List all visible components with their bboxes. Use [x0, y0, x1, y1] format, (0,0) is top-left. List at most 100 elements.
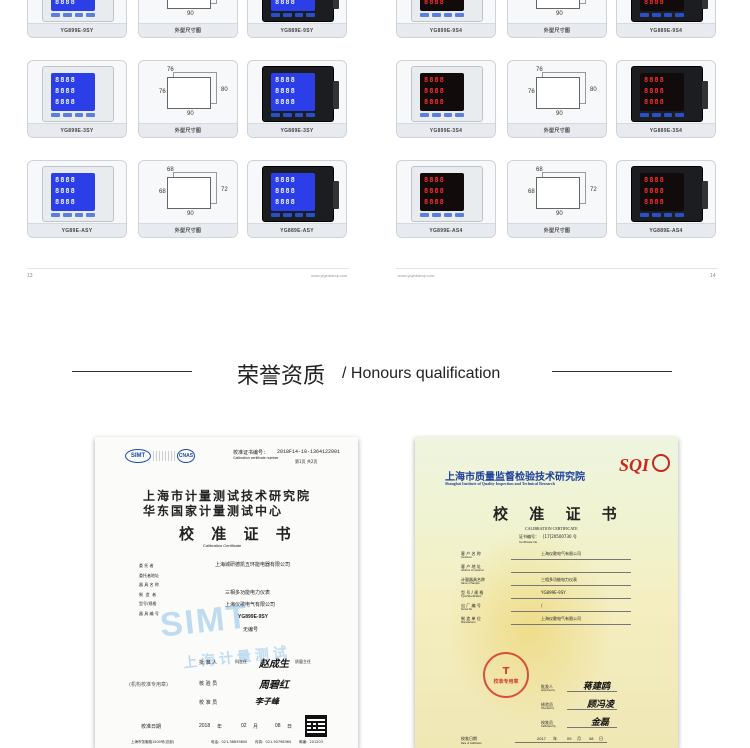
row-value: YG899E-9SY: [541, 590, 566, 595]
calibrator-line: [567, 727, 617, 728]
meter-keys: [51, 113, 95, 117]
row-underline: [511, 572, 631, 573]
row-underline: [511, 585, 631, 586]
meter-key: [306, 213, 315, 217]
row-label: 客 户 名 称: [461, 551, 481, 556]
date-label: 校准日期: [461, 736, 477, 741]
meter-key: [306, 13, 315, 17]
catalog-url[interactable]: www.yigedianqi.com: [311, 273, 348, 278]
meter-key: [86, 213, 95, 217]
heading-rule-left: [72, 371, 192, 372]
cnas-logo: CNAS: [177, 449, 195, 463]
certificate-sqi[interactable]: 上海市质量监督检验技术研究院 Shanghai Institute of Qua…: [415, 437, 678, 748]
display-digits: 8888: [275, 87, 296, 95]
dimension-drawing-card[interactable]: 9096外型尺寸图: [507, 0, 607, 38]
meter-key: [420, 113, 429, 117]
cert-number-label-en: Certificate No.: [519, 540, 539, 544]
product-label: 外型尺寸图: [508, 123, 606, 137]
drawing-front: [167, 177, 211, 209]
product-label: YG889E-ASY: [248, 223, 346, 237]
certificate-simt[interactable]: SIMT CNAS 校准证书编号： Calibration certificat…: [95, 437, 358, 748]
meter-key: [294, 213, 304, 217]
dimension-drawing-card[interactable]: 9096外型尺寸图: [138, 0, 238, 38]
field-labels: 委 托 者委托者地址器 具 名 称制 造 者型号/规格器 具 编 号: [139, 561, 159, 618]
drawing-front: [167, 77, 211, 109]
row-label: 型 号 / 规 格: [461, 590, 484, 595]
field-label: 器 具 编 号: [139, 610, 159, 616]
date-day: 08: [589, 736, 594, 741]
product-label: 外型尺寸图: [139, 223, 237, 237]
display-digits: 8888: [424, 76, 445, 84]
sqi-logo: SQI: [619, 455, 650, 475]
dimension-depth: 76: [167, 67, 174, 73]
meter-key: [443, 13, 453, 17]
row-label: 出 厂 编 号: [461, 603, 481, 608]
date-month: 09: [567, 736, 572, 741]
cert-number: 2018F14-10-1364122001: [277, 449, 341, 455]
dimension-w: 90: [187, 111, 194, 117]
mounting-clip: [333, 81, 339, 109]
row-label-en: Customer: [461, 556, 472, 559]
checker-line: [567, 709, 617, 710]
meter-key: [86, 113, 95, 117]
dimension-h: 80: [590, 87, 597, 93]
verifier-signature: 周碧红: [259, 680, 289, 691]
row-value: 上海仪歌电气有限公司: [541, 551, 581, 556]
product-label: YG899E-9SY: [28, 23, 126, 37]
meter-key: [62, 113, 72, 117]
drawing-front: [536, 177, 580, 209]
catalog-url[interactable]: www.yigedianqi.com: [398, 273, 435, 278]
fax: 传真：021-50798360: [255, 740, 292, 744]
zip: 邮编：201203: [299, 740, 323, 744]
date-month: 02: [241, 723, 247, 729]
display-digits: 8888: [55, 198, 76, 206]
row-label: 计量器具名称: [461, 577, 485, 582]
meter-key: [62, 213, 72, 217]
approver-title-2: 质量主任: [295, 659, 311, 664]
display-digits: 8888: [275, 198, 296, 206]
approver-label: 批准人: [541, 684, 553, 689]
meter-key: [431, 13, 441, 17]
display-digits: 8888: [55, 187, 76, 195]
display-digits: 8888: [424, 87, 445, 95]
meter-key: [663, 113, 673, 117]
meter-keys: [420, 13, 464, 17]
row-label-en: Series No.: [461, 608, 473, 611]
meter-key: [443, 213, 453, 217]
meter-key: [651, 113, 661, 117]
meter-key: [51, 213, 60, 217]
checker-signature: 顾冯凌: [587, 700, 615, 710]
catalog-grid-left: 888888888888YG899E-9SY9096外型尺寸图888888888…: [27, 0, 349, 262]
date-year: 2017: [537, 736, 546, 741]
cert-title-en: CALIBRATION CERTIFICATE: [525, 526, 578, 531]
field-label: 型号/规格: [139, 601, 157, 606]
drawing-front: [536, 0, 580, 9]
meter-key: [86, 13, 95, 17]
